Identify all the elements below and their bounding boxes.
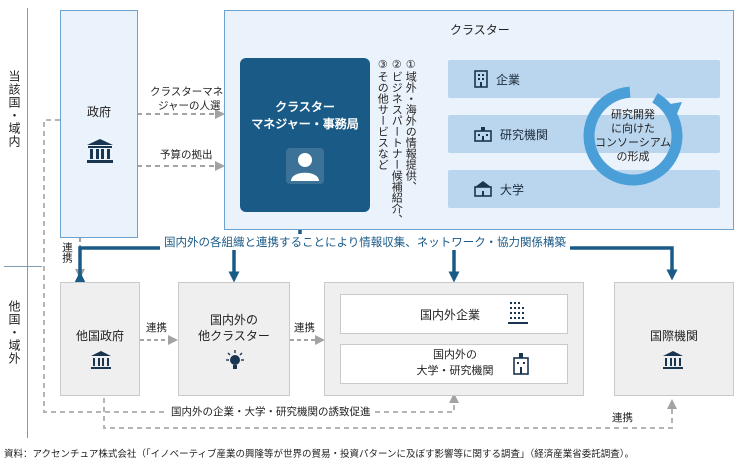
government-label: 政府	[86, 105, 111, 119]
member-bar-university: 大学	[448, 170, 720, 208]
renkei-label-b: 連携	[294, 322, 315, 334]
renkei-label-a: 連携	[146, 322, 167, 334]
other-cluster-label-1: 国内外の	[209, 313, 258, 327]
lab-building-icon	[513, 353, 529, 375]
intl-univ-label-1: 国内外の	[433, 348, 477, 361]
person-icon	[286, 148, 324, 184]
member-label-company: 企業	[496, 72, 521, 87]
network-banner: 国内外の各組織と連携することにより情報収集、ネットワーク・協力関係構築	[160, 234, 571, 250]
building-icon	[474, 70, 488, 88]
government-building-icon	[87, 139, 113, 163]
other-cluster-label-2: 他クラスター	[198, 329, 270, 343]
service-item-1: ①域外・海外の情報提供、	[404, 58, 418, 192]
member-label-university: 大学	[500, 182, 525, 197]
manager-dispatch-label-1: クラスターマネ	[150, 86, 224, 98]
office-building-icon	[508, 302, 528, 324]
lightbulb-icon	[226, 350, 244, 369]
consortium-line-3: コンソーシアム	[594, 136, 671, 149]
foreign-gov-building-icon	[91, 351, 111, 369]
network-line	[74, 246, 678, 283]
member-label-institute: 研究機関	[500, 127, 549, 142]
member-bar-company: 企業	[448, 60, 720, 98]
university-icon	[474, 181, 492, 197]
row-divider	[4, 266, 42, 267]
foreign-gov-label: 他国政府	[75, 329, 124, 343]
government-box	[60, 10, 138, 238]
secretariat-box	[240, 58, 370, 212]
intl-org-box	[614, 282, 734, 396]
consortium-line-1: 研究開発	[611, 108, 655, 121]
left-vertical-rule	[27, 8, 28, 438]
renkei-label-gov: 連携	[61, 242, 73, 263]
cluster-title: クラスター	[450, 23, 510, 37]
service-item-3: ③その他サービスなど	[376, 58, 390, 170]
intl-univ-label-2: 大学・研究機関	[416, 364, 494, 377]
consortium-ring-icon	[583, 86, 683, 186]
source-note: 資料：アクセンチュア株式会社（「イノベーティブ産業の興隆等が世界の貿易・投資パタ…	[4, 449, 635, 460]
consortium-line-2: に向けた	[611, 122, 655, 135]
foreign-gov-box	[60, 282, 140, 396]
other-cluster-box	[178, 282, 290, 396]
row-label-foreign: 他国・域外	[7, 300, 21, 365]
budget-label: 予算の拠出	[160, 149, 213, 161]
manager-dispatch-label-2: ジャーの人選	[158, 100, 221, 112]
intl-company-box	[340, 294, 568, 334]
intl-univ-box	[340, 344, 568, 384]
secretariat-label-2: マネジャー・事務局	[251, 117, 359, 131]
service-item-2: ②ビジネスパートナー候補紹介、	[390, 58, 404, 225]
renkei-label-bottom-right: 連携	[612, 412, 633, 424]
secretariat-label-1: クラスター	[275, 100, 335, 114]
intl-company-label: 国内外企業	[420, 308, 481, 322]
invitation-label: 国内外の企業・大学・研究機関の誘致促進	[168, 404, 374, 419]
invitation-loop	[43, 119, 459, 413]
consortium-line-4: の形成	[616, 150, 650, 163]
intl-org-label: 国際機関	[649, 329, 698, 343]
institute-icon	[474, 126, 492, 142]
row-label-domestic: 当該国・域内	[7, 70, 21, 148]
intl-org-building-icon	[663, 351, 683, 369]
